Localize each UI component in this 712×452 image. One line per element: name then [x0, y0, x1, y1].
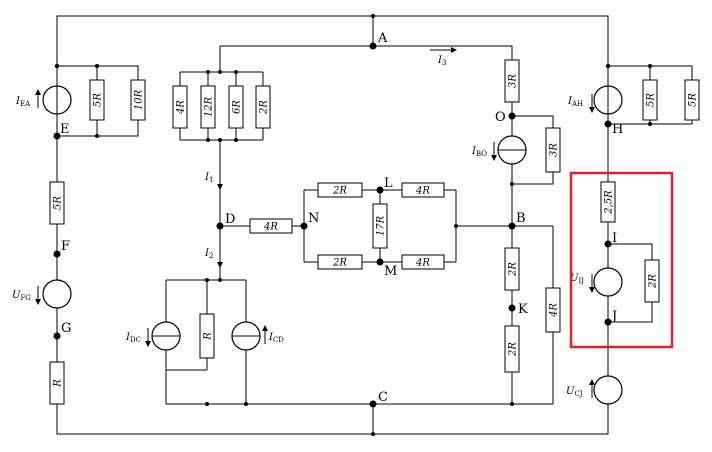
resistor-ea-5r: 5R: [89, 79, 105, 121]
svg-text:2R: 2R: [332, 258, 347, 269]
resistors: 5R 10R 5R R 4R 12R 6R 2R 17R R 3R 3R 2R …: [49, 59, 700, 405]
svg-text:12R: 12R: [204, 96, 215, 117]
node-label-e: E: [60, 122, 70, 137]
node-label-j: J: [610, 309, 617, 324]
node-label-k: K: [518, 302, 528, 317]
svg-text:5R: 5R: [53, 196, 64, 210]
resistor-ah-5r-a: 5R: [642, 79, 658, 121]
svg-text:3R: 3R: [549, 143, 560, 157]
resistor-bk-2r: 2R: [504, 247, 520, 291]
node-label-c: C: [378, 390, 388, 405]
current-i2-arrow: I2: [204, 244, 223, 268]
svg-text:2R: 2R: [648, 274, 659, 289]
resistor-g-r: R: [49, 361, 65, 405]
svg-text:R: R: [203, 332, 214, 341]
svg-text:4R: 4R: [415, 186, 430, 197]
svg-text:UCJ: UCJ: [566, 386, 583, 398]
svg-text:IAH: IAH: [567, 96, 583, 108]
resistor-bc-4r: 4R: [545, 287, 561, 333]
current-arrows: I1 I2 I3: [204, 47, 457, 268]
svg-text:2R: 2R: [508, 342, 519, 357]
node-label-o: O: [495, 110, 506, 125]
svg-text:UIJ: UIJ: [570, 273, 584, 285]
resistor-dc-r: R: [199, 313, 215, 359]
svg-text:I2: I2: [204, 248, 213, 260]
voltage-source-fg: UFG: [12, 279, 72, 309]
sources: IEA UFG IDC ICD IBO: [12, 85, 623, 405]
svg-text:2R: 2R: [508, 262, 519, 277]
resistor-hi-2-5r: 2,5R: [600, 181, 616, 223]
svg-text:3R: 3R: [508, 74, 519, 88]
junction-dots: [53, 14, 652, 436]
resistor-ao-3r: 3R: [504, 59, 520, 103]
resistor-parallel-6r: 6R: [228, 85, 244, 129]
resistor-lb-4r: 4R: [401, 182, 445, 198]
svg-text:R: R: [53, 379, 64, 388]
resistor-parallel-2r: 2R: [255, 85, 271, 129]
current-source-ah: IAH: [567, 85, 623, 115]
current-i1-arrow: I1: [204, 168, 223, 190]
svg-text:4R: 4R: [415, 258, 430, 269]
node-label-d: D: [225, 212, 235, 227]
resistor-dn-4r: 4R: [249, 218, 293, 234]
svg-text:5R: 5R: [646, 93, 657, 107]
svg-text:I3: I3: [437, 55, 446, 67]
voltage-source-ij: UIJ: [570, 267, 623, 297]
current-source-bo: IBO: [471, 135, 527, 165]
current-i3-arrow: I3: [430, 47, 457, 67]
svg-text:2,5R: 2,5R: [604, 190, 615, 215]
node-label-f: F: [61, 239, 70, 254]
svg-text:IEA: IEA: [15, 96, 31, 108]
svg-text:5R: 5R: [688, 93, 699, 107]
svg-text:2R: 2R: [259, 100, 270, 115]
resistor-parallel-4r: 4R: [172, 85, 188, 129]
current-source-dc: IDC: [125, 321, 181, 351]
resistor-parallel-12r: 12R: [200, 85, 216, 129]
voltage-source-cj: UCJ: [566, 375, 623, 405]
svg-text:ICD: ICD: [268, 332, 284, 344]
svg-text:UFG: UFG: [12, 290, 31, 302]
resistor-ea-10r: 10R: [130, 79, 146, 121]
current-source-cd: ICD: [231, 321, 284, 351]
svg-text:2R: 2R: [332, 186, 347, 197]
node-label-a: A: [377, 31, 388, 46]
current-source-ea: IEA: [15, 85, 72, 115]
node-label-b: B: [516, 211, 526, 226]
resistor-nl-2r: 2R: [317, 182, 363, 198]
node-labels: A B C D E F G H I J K L M N O: [60, 31, 623, 405]
resistor-nm-2r: 2R: [317, 254, 363, 270]
svg-text:6R: 6R: [232, 100, 243, 114]
svg-text:IDC: IDC: [125, 332, 141, 344]
svg-text:17R: 17R: [376, 215, 387, 236]
resistor-bo-3r: 3R: [545, 127, 561, 173]
node-label-n: N: [308, 211, 319, 226]
svg-text:4R: 4R: [263, 222, 278, 233]
node-label-h: H: [612, 122, 623, 137]
resistor-ah-5r-b: 5R: [684, 79, 700, 121]
resistor-mb-4r: 4R: [401, 254, 445, 270]
resistor-ij-2r: 2R: [644, 259, 660, 303]
resistor-kc-2r: 2R: [504, 325, 520, 373]
svg-text:IBO: IBO: [471, 146, 487, 158]
svg-text:4R: 4R: [549, 303, 560, 318]
highlight-box: [569, 171, 674, 349]
svg-text:5R: 5R: [93, 93, 104, 107]
node-label-m: M: [384, 264, 397, 279]
svg-text:I1: I1: [204, 172, 213, 184]
resistor-lm-17r: 17R: [372, 203, 388, 249]
svg-text:10R: 10R: [134, 89, 145, 110]
node-label-i: I: [612, 231, 617, 246]
node-label-l: L: [384, 176, 393, 191]
node-label-g: G: [61, 321, 71, 336]
resistor-ef-5r: 5R: [49, 181, 65, 225]
svg-text:4R: 4R: [176, 100, 187, 115]
